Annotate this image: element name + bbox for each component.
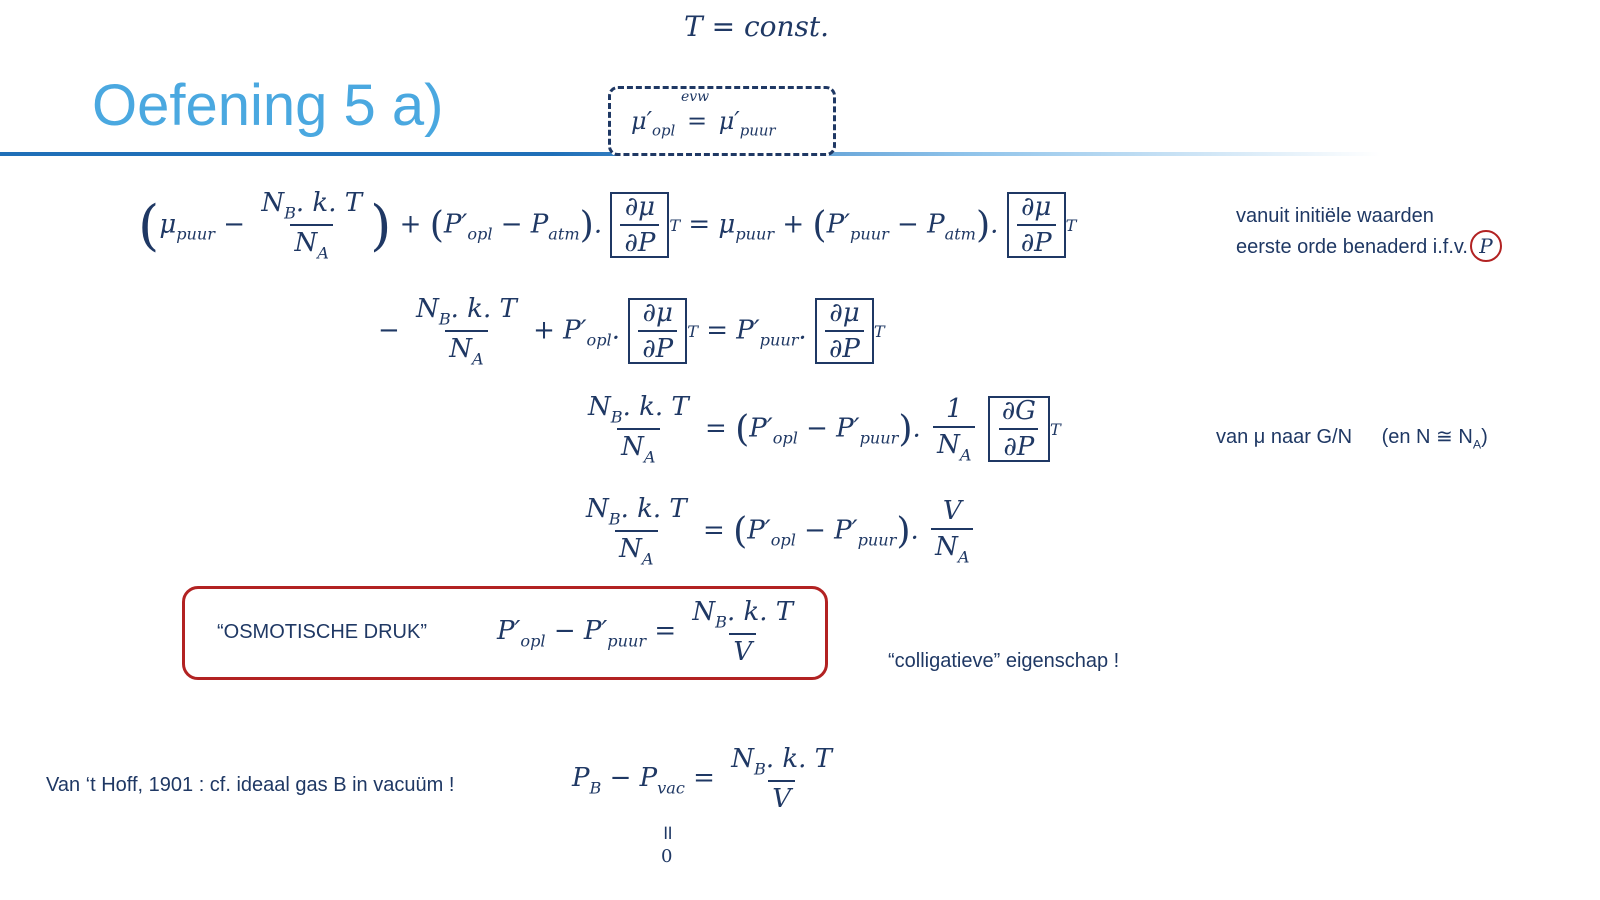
equal-marker: ॥ bbox=[661, 822, 673, 844]
osmotic-label: “OSMOTISCHE DRUK” bbox=[217, 621, 427, 643]
note-mu-to-g: van μ naar G/N (en N ≅ NA) bbox=[1216, 426, 1488, 452]
slide-title: Oefening 5 a) bbox=[92, 73, 444, 138]
equilibrium-box: μ′opl =evw μ′puur bbox=[608, 86, 836, 156]
zero-label: 0 bbox=[661, 846, 673, 867]
circled-p: P bbox=[1470, 230, 1502, 262]
note-initial-values: vanuit initiële waarden eerste orde bena… bbox=[1236, 202, 1502, 262]
header-formula: T = const. bbox=[684, 10, 830, 43]
osmotic-pressure-box: “OSMOTISCHE DRUK” P′opl − P′puur = NB. k… bbox=[182, 586, 828, 680]
vant-hoff-note: Van ‘t Hoff, 1901 : cf. ideaal gas B in … bbox=[46, 774, 455, 796]
colligative-note: “colligatieve” eigenschap ! bbox=[888, 650, 1120, 672]
